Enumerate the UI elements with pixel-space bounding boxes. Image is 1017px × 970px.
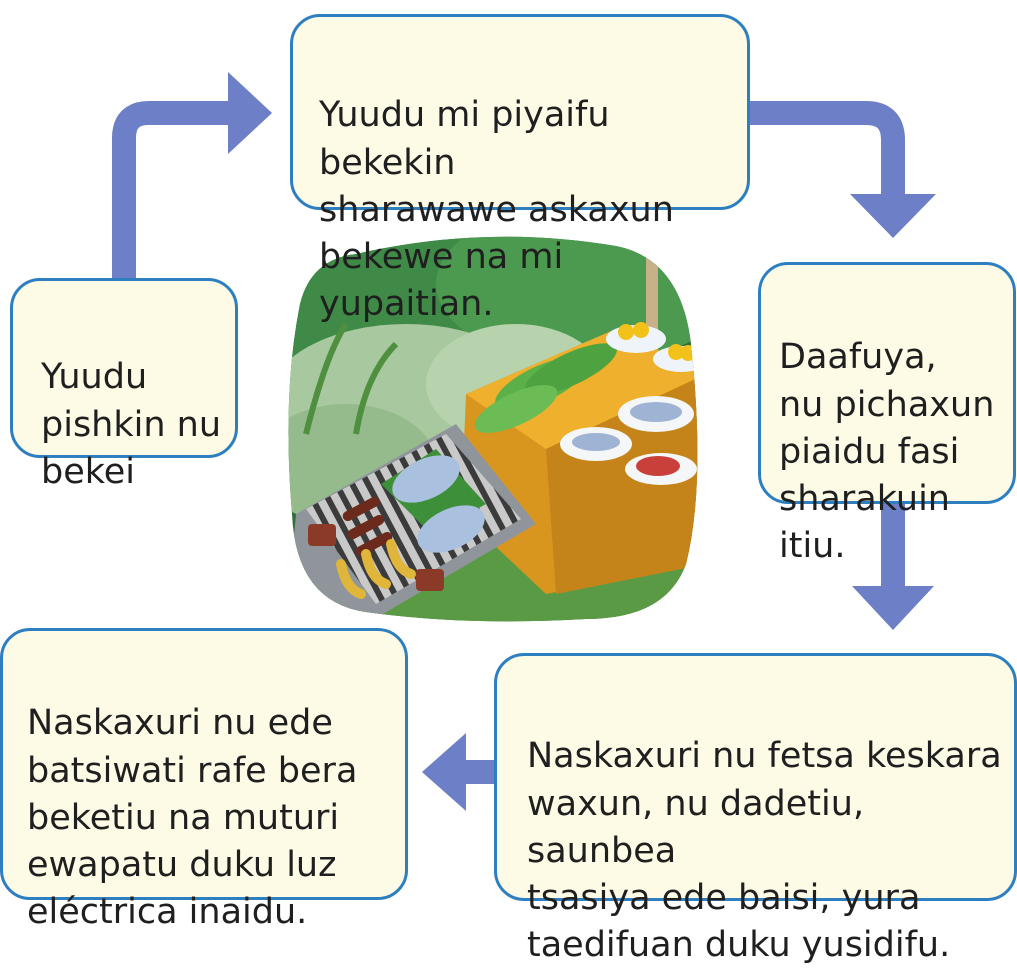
cycle-arrows xyxy=(112,72,936,811)
step-box-bottom-right: Naskaxuri nu fetsa keskara waxun, nu dad… xyxy=(494,653,1017,965)
step-box-right: Daafuya, nu pichaxun piaidu fasi sharaku… xyxy=(758,262,1016,566)
step-box-bottom-left: Naskaxuri nu ede batsiwati rafe bera bek… xyxy=(0,628,408,932)
arrow-left-to-top xyxy=(112,72,272,278)
step-text-bottom-left: Naskaxuri nu ede batsiwati rafe bera bek… xyxy=(27,703,358,933)
step-box-left: Yuudu pishkin nu bekei xyxy=(10,278,238,492)
arrow-right-to-bottom xyxy=(852,504,934,630)
arrow-top-to-right xyxy=(750,101,936,238)
step-text-top: Yuudu mi piyaifu bekekin sharawawe askax… xyxy=(319,95,674,325)
step-text-left: Yuudu pishkin nu bekei xyxy=(41,357,222,492)
step-text-right: Daafuya, nu pichaxun piaidu fasi sharaku… xyxy=(779,337,995,567)
step-box-top: Yuudu mi piyaifu bekekin sharawawe askax… xyxy=(290,14,750,324)
step-text-bottom-right: Naskaxuri nu fetsa keskara waxun, nu dad… xyxy=(527,736,1002,966)
barbecue-illustration xyxy=(288,236,698,622)
arrow-bottom-right-to-left xyxy=(422,733,494,811)
